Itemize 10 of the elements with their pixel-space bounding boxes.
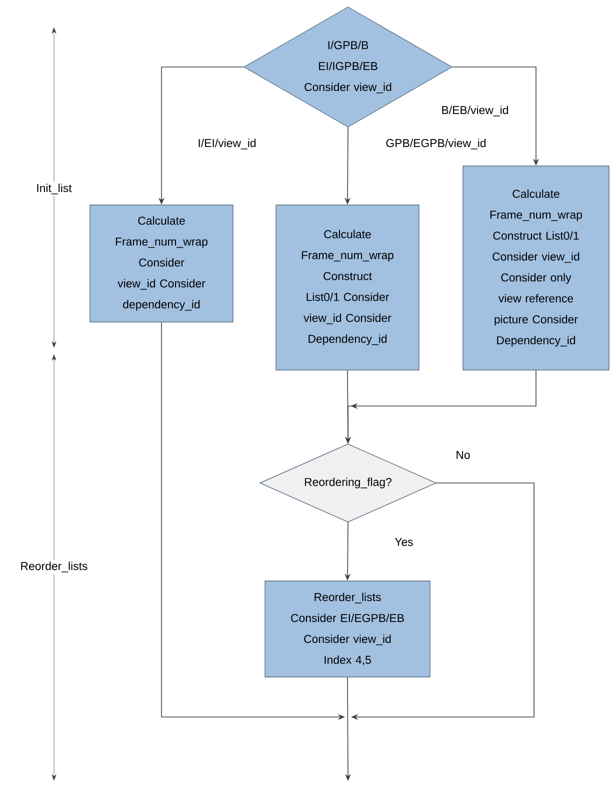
dimension-label: Reorder_lists [18, 560, 90, 574]
edge-label: Yes [393, 536, 415, 548]
edge-label: No [454, 450, 472, 460]
edge-label: I/EI/view_id [196, 137, 258, 151]
edge-label: GPB/EGPB/view_id [384, 137, 488, 151]
process-box: Calculate Frame_num_wrap Construct List0/1 Consider view_id Consider only view reference picture Consider Dependency_id [462, 166, 610, 370]
dimension-label: Init_list [34, 182, 74, 196]
process-box: Reorder_lists Consider EI/EGPB/EB Consider view_id Index 4,5 [264, 580, 430, 678]
process-box: Calculate Frame_num_wrap Consider view_id Consider dependency_id [90, 204, 234, 322]
process-box: Calculate Frame_num_wrap Construct List0/1 Consider view_id Consider Dependency_id [276, 204, 420, 370]
